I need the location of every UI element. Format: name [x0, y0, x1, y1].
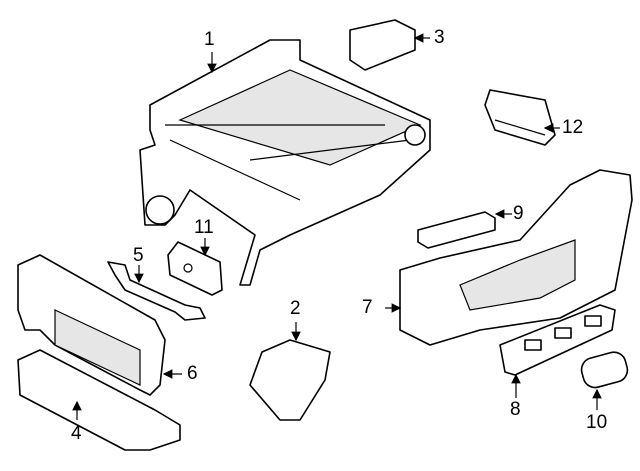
callout-11: 11: [194, 217, 214, 238]
trim-piece-part: [417, 209, 512, 249]
callout-12: 12: [562, 117, 584, 138]
module-part: [167, 238, 223, 296]
seat-frame-part: [139, 39, 431, 286]
inner-shield-part: [17, 254, 182, 396]
callout-10: 10: [586, 412, 608, 433]
callout-9: 9: [513, 203, 524, 224]
callout-4: 4: [71, 423, 82, 444]
callout-1: 1: [204, 29, 215, 50]
bracket-strap-part: [107, 261, 206, 321]
outer-shield-part: [385, 169, 633, 346]
callout-6: 6: [187, 363, 198, 384]
cover-block-part: [249, 322, 331, 421]
switch-knob-part: [580, 351, 629, 410]
callout-3: 3: [434, 27, 445, 48]
bracket-part: [17, 349, 181, 451]
switch-panel-part: [499, 304, 616, 398]
callout-7: 7: [362, 297, 373, 318]
callout-5: 5: [133, 245, 144, 266]
callout-2: 2: [290, 298, 301, 319]
callout-8: 8: [510, 399, 521, 420]
control-module-part: [484, 89, 560, 146]
bracket-cover-part: [349, 19, 430, 71]
